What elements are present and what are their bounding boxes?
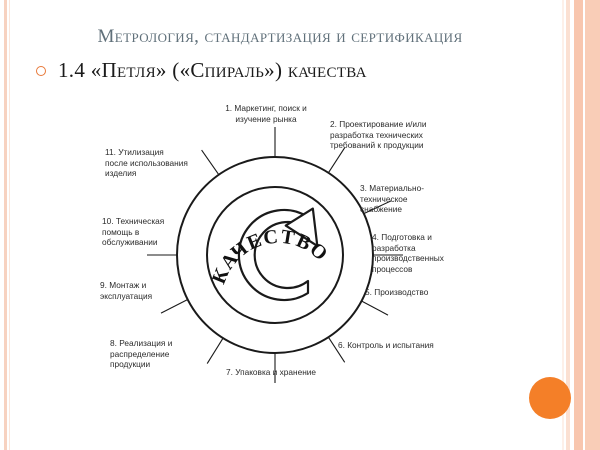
spoke-line-5 (361, 300, 389, 316)
stage-label-8: 8. Реализация и распределение продукции (110, 338, 173, 370)
spoke-lines (147, 127, 403, 383)
spoke-line-2 (327, 147, 346, 174)
stage-label-6: 6. Контроль и испытания (338, 340, 434, 350)
stage-label-4: 4. Подготовка и разработка производствен… (372, 232, 444, 274)
orange-circle-decoration (529, 377, 571, 419)
stage-label-1: 1. Маркетинг, поиск и изучение рынка (225, 103, 307, 124)
stage-label-5: 5. Производство (365, 287, 429, 297)
quality-loop-svg: КАЧЕСТВО (147, 127, 403, 383)
spoke-line-3 (363, 200, 392, 215)
outer-circle (176, 156, 374, 354)
stage-label-11: 11. Утилизация после использования издел… (105, 147, 188, 179)
spoke-line-11 (201, 149, 220, 176)
page-title: 1.4 «Петля» («Спираль») качества (58, 58, 367, 82)
quality-loop-diagram: КАЧЕСТВО 1. Маркетинг, поиск и изучение … (60, 95, 530, 415)
stage-label-7: 7. Упаковка и хранение (225, 367, 317, 377)
slide-bullet-row: 1.4 «Петля» («Спираль») качества (36, 58, 367, 83)
spoke-line-6 (327, 336, 346, 363)
stage-label-10: 10. Техническая помощь в обслуживании (102, 216, 165, 248)
left-accent-rule-thin (9, 0, 10, 450)
right-band-stripe-5 (583, 0, 585, 450)
right-band-stripe-6 (585, 0, 600, 450)
slide-header-title: Метрология, стандартизация и сертификаци… (97, 26, 463, 47)
right-band-stripe-3 (571, 0, 574, 450)
circular-arrow-icon (237, 207, 319, 302)
inner-circle (206, 186, 344, 324)
right-band-stripe-1 (562, 0, 564, 450)
stage-label-2: 2. Проектирование и/или разработка техни… (330, 119, 427, 151)
right-band-stripe-2 (566, 0, 570, 450)
left-accent-rule (4, 0, 7, 450)
stage-label-3: 3. Материально- техническое снабжение (360, 183, 424, 215)
stage-label-9: 9. Монтаж и эксплуатация (100, 280, 153, 301)
right-band-stripe-4 (574, 0, 583, 450)
spoke-line-8 (206, 337, 224, 364)
bullet-circle-icon (36, 65, 46, 76)
spoke-line-9 (160, 299, 188, 314)
